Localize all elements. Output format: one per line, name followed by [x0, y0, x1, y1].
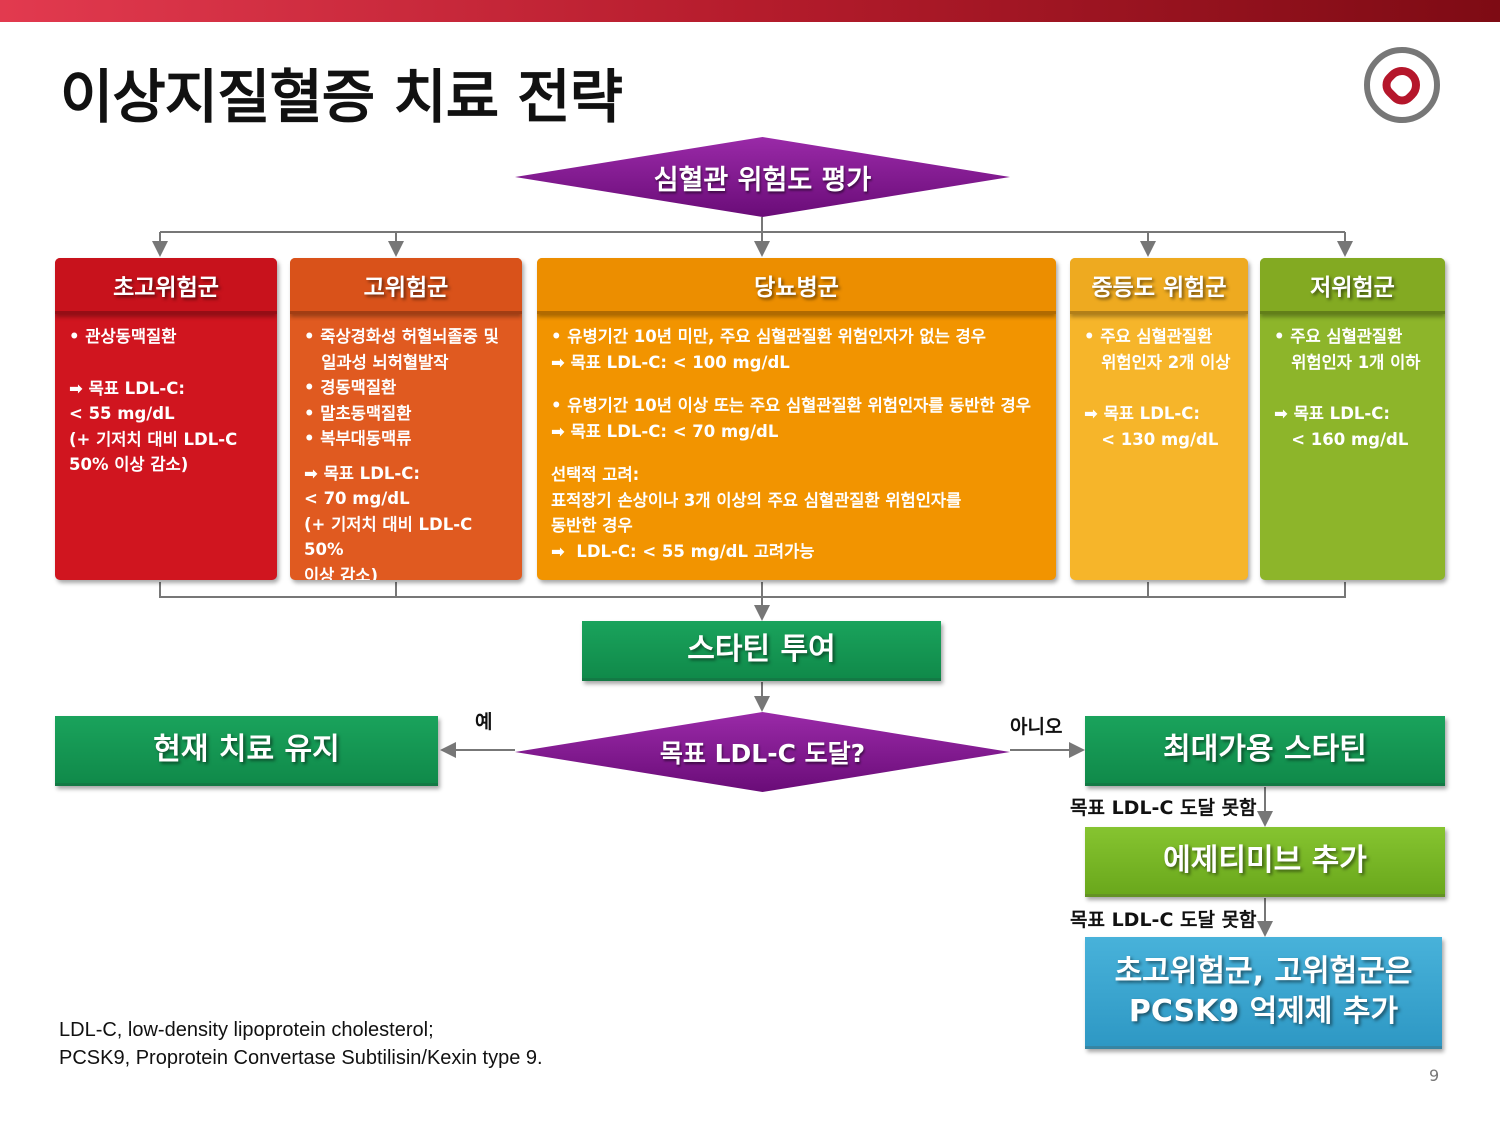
group-body: • 주요 심혈관질환 위험인자 1개 이하 ➡ 목표 LDL-C: < 160 …: [1260, 314, 1445, 462]
text-line: ➡ LDL-C: < 55 mg/dL 고려가능: [551, 541, 815, 561]
group-body: • 관상동맥질환 ➡ 목표 LDL-C: < 55 mg/dL (+ 기저치 대비 …: [55, 314, 277, 488]
group-body: • 죽상경화성 허혈뇌졸중 및 일과성 뇌허혈발작 • 경동맥질환 • 말초동맥질환…: [290, 314, 522, 580]
text-line: 표적장기 손상이나 3개 이상의 주요 심혈관질환 위험인자를: [551, 490, 962, 510]
maintain-treatment-box: 현재 치료 유지: [55, 716, 438, 786]
text-line: < 160 mg/dL: [1274, 429, 1409, 449]
footnote: LDL-C, low-density lipoprotein cholester…: [59, 1016, 543, 1072]
group-body: • 주요 심혈관질환 위험인자 2개 이상 ➡ 목표 LDL-C: < 130 …: [1070, 314, 1248, 462]
text-line: • 주요 심혈관질환: [1084, 327, 1213, 346]
group-title: 저위험군: [1260, 258, 1445, 314]
not-reached-label-1: 목표 LDL-C 도달 못함: [1070, 797, 1257, 819]
text-line: 일과성 뇌허혈발작: [304, 352, 449, 372]
text-line: ➡ 목표 LDL-C:: [1274, 404, 1390, 423]
top-accent-bar: [0, 0, 1500, 22]
group-title: 고위험군: [290, 258, 522, 314]
group-title: 초고위험군: [55, 258, 277, 314]
footnote-line: LDL-C, low-density lipoprotein cholester…: [59, 1019, 434, 1041]
group-title: 당뇨병군: [537, 258, 1056, 314]
group-moderate-risk: 중등도 위험군 • 주요 심혈관질환 위험인자 2개 이상 ➡ 목표 LDL-C…: [1070, 258, 1248, 580]
group-high-risk: 고위험군 • 죽상경화성 허혈뇌졸중 및 일과성 뇌허혈발작 • 경동맥질환 • 말…: [290, 258, 522, 580]
text-line: 위험인자 1개 이하: [1274, 352, 1421, 372]
pcsk9-line: 초고위험군, 고위험군은: [1114, 953, 1413, 989]
text-line: • 복부대동맥류: [304, 429, 412, 448]
text-line: ➡ 목표 LDL-C: < 100 mg/dL: [551, 352, 790, 372]
text-line: 위험인자 2개 이상: [1084, 352, 1231, 372]
text-line: ➡ 목표 LDL-C:: [1084, 404, 1200, 423]
text-line: < 130 mg/dL: [1084, 429, 1219, 449]
statin-box: 스타틴 투여: [582, 621, 941, 681]
group-low-risk: 저위험군 • 주요 심혈관질환 위험인자 1개 이하 ➡ 목표 LDL-C: <…: [1260, 258, 1445, 580]
text-line: 선택적 고려:: [551, 465, 640, 484]
ksola-logo: [1364, 47, 1440, 123]
text-line: (+ 기저치 대비 LDL-C: [69, 429, 238, 449]
text-line: 50% 이상 감소): [69, 455, 189, 474]
footnote-line: PCSK9, Proprotein Convertase Subtilisin/…: [59, 1047, 543, 1069]
pcsk9-line: PCSK9 억제제 추가: [1128, 993, 1399, 1029]
group-body: • 유병기간 10년 미만, 주요 심혈관질환 위험인자가 없는 경우 ➡ 목표 …: [537, 314, 1056, 574]
group-title: 중등도 위험군: [1070, 258, 1248, 314]
text-line: ➡ 목표 LDL-C:: [69, 378, 185, 398]
text-line: 이상 감소): [304, 565, 379, 581]
text-line: • 주요 심혈관질환: [1274, 327, 1403, 346]
pcsk9-box: 초고위험군, 고위험군은 PCSK9 억제제 추가: [1085, 937, 1442, 1049]
text-line: • 유병기간 10년 미만, 주요 심혈관질환 위험인자가 없는 경우: [551, 327, 986, 346]
text-line: • 경동맥질환: [304, 378, 397, 397]
group-diabetes: 당뇨병군 • 유병기간 10년 미만, 주요 심혈관질환 위험인자가 없는 경우…: [537, 258, 1056, 580]
text-line: 동반한 경우: [551, 516, 633, 535]
text-line: (+ 기저치 대비 LDL-C 50%: [304, 514, 478, 560]
ezetimibe-box: 에제티미브 추가: [1085, 827, 1445, 897]
page-number: 9: [1429, 1066, 1440, 1085]
text-line: < 55 mg/dL: [69, 404, 175, 423]
not-reached-label-2: 목표 LDL-C 도달 못함: [1070, 909, 1257, 931]
max-statin-box: 최대가용 스타틴: [1085, 716, 1445, 786]
page-title: 이상지질혈증 치료 전략: [60, 63, 623, 131]
text-line: ➡ 목표 LDL-C:: [304, 463, 420, 483]
text-line: < 70 mg/dL: [304, 489, 410, 508]
group-very-high-risk: 초고위험군 • 관상동맥질환 ➡ 목표 LDL-C: < 55 mg/dL (+ 기…: [55, 258, 277, 580]
no-label: 아니오: [1010, 716, 1063, 738]
text-line: • 말초동맥질환: [304, 403, 412, 423]
text-line: ➡ 목표 LDL-C: < 70 mg/dL: [551, 421, 779, 441]
text-line: • 관상동맥질환: [69, 327, 177, 346]
text-line: • 유병기간 10년 이상 또는 주요 심혈관질환 위험인자를 동반한 경우: [551, 396, 1031, 415]
text-line: • 죽상경화성 허혈뇌졸중 및: [304, 327, 499, 346]
yes-label: 예: [475, 711, 493, 733]
